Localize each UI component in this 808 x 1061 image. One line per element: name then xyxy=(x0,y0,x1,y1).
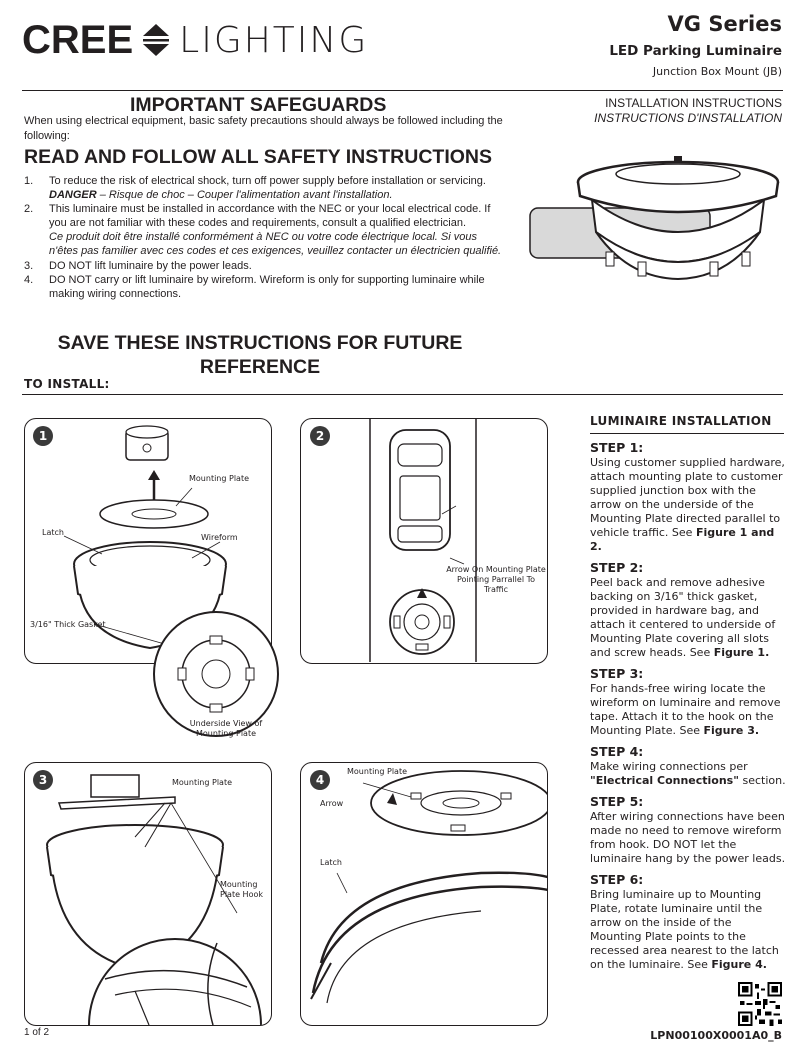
figure-2-badge: 2 xyxy=(310,426,330,446)
fig3-mounting-plate-label: Mounting Plate xyxy=(172,778,232,787)
list-text: This luminaire must be installed in acco… xyxy=(49,202,504,258)
step-ref: Figure 4. xyxy=(711,958,767,971)
step-heading: STEP 4: xyxy=(590,744,644,759)
step-ref: Figure 3. xyxy=(703,724,760,737)
item-text: DO NOT carry or lift luminaire by wirefo… xyxy=(49,273,485,300)
step-heading: STEP 1: xyxy=(590,440,644,455)
step-body: After wiring connections have been made … xyxy=(590,810,786,866)
safety-list: 1. To reduce the risk of electrical shoc… xyxy=(24,174,504,301)
safeguards-intro: When using electrical equipment, basic s… xyxy=(24,115,503,142)
installation-instructions-en: INSTALLATION INSTRUCTIONS xyxy=(605,96,782,110)
step-5: STEP 5: After wiring connections have be… xyxy=(590,795,786,866)
step-heading: STEP 3: xyxy=(590,666,644,681)
list-item: 2. This luminaire must be installed in a… xyxy=(24,202,504,258)
qr-code xyxy=(738,982,782,1026)
step-text: Make wiring connections per xyxy=(590,760,748,773)
item-text: This luminaire must be installed in acco… xyxy=(49,203,491,230)
figure-2-drawing xyxy=(369,418,477,662)
page-number: 1 of 2 xyxy=(24,1027,50,1038)
item-text-fr: Ce produit doit être installé conforméme… xyxy=(49,231,502,258)
danger-text: – Risque de choc – Couper l'alimentation… xyxy=(96,189,393,202)
product-title: LED Parking Luminaire xyxy=(609,43,782,59)
header-divider xyxy=(22,90,783,91)
brand-cree: CREE xyxy=(22,17,134,62)
fig3-hook-label: Mounting Plate Hook xyxy=(220,880,263,899)
step-1: STEP 1: Using customer supplied hardware… xyxy=(590,441,786,554)
fig1-wireform-label: Wireform xyxy=(201,533,238,542)
step-2: STEP 2: Peel back and remove adhesive ba… xyxy=(590,561,786,660)
figure-3-panel xyxy=(24,762,272,1026)
list-number: 2. xyxy=(24,203,34,216)
step-text-end: section. xyxy=(738,774,786,787)
step-text: After wiring connections have been made … xyxy=(590,810,786,865)
document-code: LPN00100X0001A0_B xyxy=(650,1029,782,1042)
figure-4-panel xyxy=(300,762,548,1026)
list-number: 3. xyxy=(24,259,34,272)
series-title: VG Series xyxy=(667,12,782,36)
list-item: 1. To reduce the risk of electrical shoc… xyxy=(24,174,504,202)
steps-list: STEP 1: Using customer supplied hardware… xyxy=(590,441,786,972)
fig1-latch-label: Latch xyxy=(42,528,64,537)
luminaire-illustration xyxy=(529,156,780,280)
step-4: STEP 4: Make wiring connections per "Ele… xyxy=(590,745,786,788)
section-divider xyxy=(22,394,783,395)
step-text: For hands-free wiring locate the wirefor… xyxy=(590,682,781,737)
figure-1-drawing xyxy=(63,425,279,737)
figure-1-badge: 1 xyxy=(33,426,53,446)
fig1-mounting-plate-label: Mounting Plate xyxy=(189,474,249,483)
list-number: 1. xyxy=(24,175,34,187)
cree-logo-mark-icon xyxy=(143,24,170,56)
read-follow-title: READ AND FOLLOW ALL SAFETY INSTRUCTIONS xyxy=(24,146,492,168)
list-item: 4. DO NOT carry or lift luminaire by wir… xyxy=(24,273,504,301)
item-text: DO NOT lift luminaire by the power leads… xyxy=(49,259,252,272)
luminaire-installation-title: LUMINAIRE INSTALLATION xyxy=(590,414,772,428)
step-ref: Figure 1 and 2. xyxy=(590,526,775,553)
list-text: To reduce the risk of electrical shock, … xyxy=(49,174,504,202)
fig4-latch-label: Latch xyxy=(320,858,342,867)
fig4-arrow-label: Arrow xyxy=(320,799,344,808)
cree-lighting-logo: CREE LIGHTING xyxy=(22,17,369,62)
step-3: STEP 3: For hands-free wiring locate the… xyxy=(590,667,786,738)
to-install-heading: TO INSTALL: xyxy=(24,377,110,391)
save-instructions-title: SAVE THESE INSTRUCTIONS FOR FUTURE REFER… xyxy=(57,332,463,378)
step-text: Bring luminaire up to Mounting Plate, ro… xyxy=(590,888,779,971)
fig1-underside-label: Underside View of Mounting Plate xyxy=(189,719,263,738)
list-number: 4. xyxy=(24,273,34,286)
figure-3-drawing xyxy=(46,774,262,1025)
step-body: For hands-free wiring locate the wirefor… xyxy=(590,682,786,738)
step-ref: Figure 1. xyxy=(713,646,770,659)
step-text: Peel back and remove adhesive backing on… xyxy=(590,576,776,659)
brand-lighting: LIGHTING xyxy=(179,19,369,61)
safeguards-title: IMPORTANT SAFEGUARDS xyxy=(130,94,387,116)
figure-3-badge: 3 xyxy=(33,770,53,790)
step-6: STEP 6: Bring luminaire up to Mounting P… xyxy=(590,873,786,972)
fig2-arrow-note: Arrow On Mounting Plate Pointing Parrall… xyxy=(446,565,546,594)
step-heading: STEP 5: xyxy=(590,794,644,809)
step-heading: STEP 2: xyxy=(590,560,644,575)
item-text: To reduce the risk of electrical shock, … xyxy=(49,175,486,187)
step-heading: STEP 6: xyxy=(590,872,644,887)
danger-label: DANGER xyxy=(49,189,97,202)
installation-instructions-fr: INSTRUCTIONS D'INSTALLATION xyxy=(594,111,782,125)
step-body: Bring luminaire up to Mounting Plate, ro… xyxy=(590,888,786,972)
step-text: Using customer supplied hardware, attach… xyxy=(590,456,785,539)
list-item: 3. DO NOT lift luminaire by the power le… xyxy=(24,259,504,273)
fig1-gasket-label: 3/16" Thick Gasket xyxy=(30,620,106,629)
figure-4-drawing xyxy=(310,770,547,1004)
figure-4-badge: 4 xyxy=(310,770,330,790)
step-body: Using customer supplied hardware, attach… xyxy=(590,456,786,554)
step-body: Make wiring connections per "Electrical … xyxy=(590,760,786,788)
mount-type: Junction Box Mount (JB) xyxy=(652,65,782,78)
step-ref: "Electrical Connections" xyxy=(590,774,739,787)
luminaire-divider xyxy=(590,433,784,434)
step-body: Peel back and remove adhesive backing on… xyxy=(590,576,786,660)
fig4-mounting-plate-label: Mounting Plate xyxy=(347,767,407,776)
